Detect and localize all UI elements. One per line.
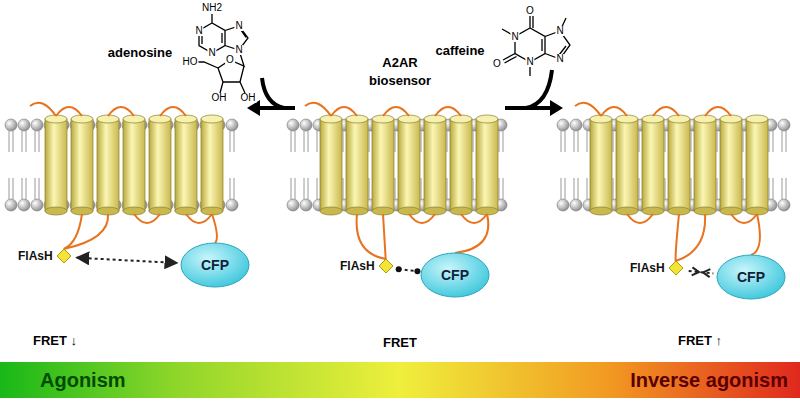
molecule-name: caffeine bbox=[435, 44, 484, 57]
fret-readout: FRET bbox=[383, 336, 417, 349]
fret-connector bbox=[77, 258, 177, 263]
atom-symbol: NH2 bbox=[201, 3, 223, 13]
atom-symbol: N bbox=[234, 45, 243, 55]
scale-end-label: Inverse agonism bbox=[630, 369, 788, 392]
fret-readout: FRET ↓ bbox=[33, 334, 77, 347]
atom-symbol: HO bbox=[182, 57, 199, 67]
molecule-name: adenosine bbox=[108, 46, 172, 59]
atom-symbol: OH bbox=[240, 93, 257, 103]
atom-symbol: O bbox=[492, 59, 502, 69]
node-label: CFP bbox=[201, 257, 229, 273]
flash-diamond bbox=[56, 248, 72, 264]
activity-scale-bar: Agonism Inverse agonism bbox=[0, 362, 800, 398]
flash-diamond bbox=[668, 260, 684, 276]
flash-diamond bbox=[378, 258, 394, 274]
receptor-tails bbox=[64, 214, 760, 261]
atom-symbol: N bbox=[234, 21, 243, 31]
node-label: FlAsH bbox=[630, 261, 665, 275]
flash-label-node: FlAsH bbox=[16, 246, 74, 266]
atom-symbol: O bbox=[525, 6, 535, 16]
cfp-fluorophore: CFP bbox=[716, 254, 786, 300]
fret-connector bbox=[396, 266, 421, 274]
atom-symbol: N bbox=[525, 57, 534, 67]
arrow-head bbox=[550, 100, 563, 116]
cfp-fluorophore: CFP bbox=[420, 252, 490, 298]
fret-readout: FRET ↑ bbox=[678, 334, 722, 347]
fret-connector bbox=[689, 267, 714, 277]
molecule-name: A2AR bbox=[382, 56, 417, 69]
atom-symbol: N bbox=[207, 48, 216, 58]
receptor-helices bbox=[45, 115, 768, 215]
atom-symbol: O bbox=[225, 55, 235, 65]
lipid-bilayer bbox=[5, 119, 790, 211]
molecule-name: biosensor bbox=[369, 74, 431, 87]
node-label: CFP bbox=[441, 267, 469, 283]
chemical-structures bbox=[197, 14, 570, 93]
atom-symbol: OH bbox=[211, 93, 228, 103]
cfp-fluorophore: CFP bbox=[180, 242, 250, 288]
node-label: CFP bbox=[737, 269, 765, 285]
binding-arrows bbox=[258, 70, 552, 108]
flash-label-node: FlAsH bbox=[628, 258, 686, 278]
node-label: FlAsH bbox=[18, 249, 53, 263]
receptor-loops bbox=[30, 103, 757, 223]
flash-label-node: FlAsH bbox=[338, 256, 396, 276]
node-label: FlAsH bbox=[340, 259, 375, 273]
atom-symbol: N bbox=[555, 26, 564, 36]
scale-end-label: Agonism bbox=[40, 369, 126, 392]
atom-symbol: N bbox=[510, 32, 519, 42]
atom-symbol: N bbox=[555, 54, 564, 64]
atom-symbol: N bbox=[194, 26, 203, 36]
